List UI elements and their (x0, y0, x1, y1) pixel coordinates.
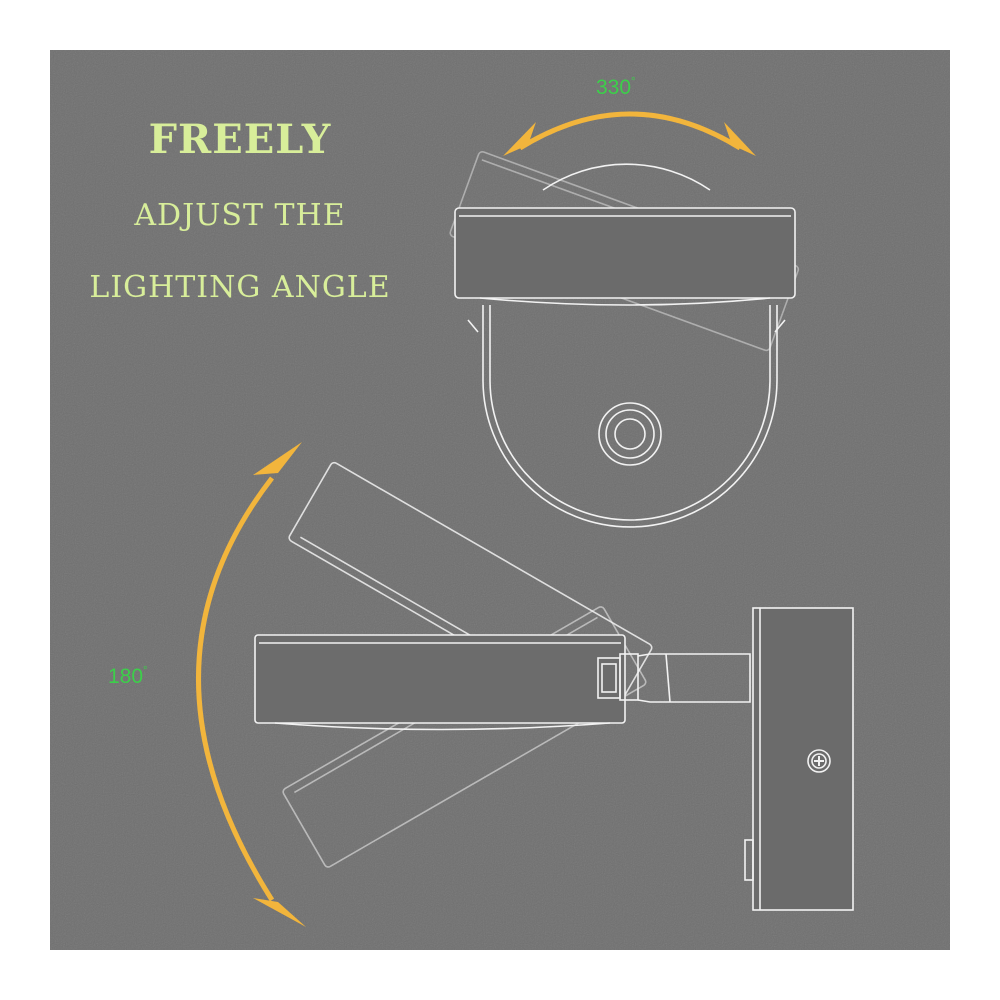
side-view-wall-box (744, 607, 854, 911)
degree-symbol: ° (631, 76, 636, 88)
side-view-head (254, 634, 626, 731)
rotation-arrow-180 (196, 442, 306, 927)
top-view (449, 151, 800, 528)
side-view (254, 461, 854, 911)
screw-icon (807, 749, 831, 773)
lamp-diagram (50, 50, 950, 950)
rotation-value-330: 330 (596, 76, 632, 99)
diagram-panel: FREELY ADJUST THE LIGHTING ANGLE 330° 18… (50, 50, 950, 950)
degree-symbol: ° (143, 665, 148, 677)
rotation-arrow-330 (503, 111, 756, 156)
rotation-label-330: 330° (596, 76, 635, 100)
side-view-arm (637, 653, 751, 703)
top-view-knob (598, 402, 662, 466)
rotation-value-180: 180 (108, 665, 144, 688)
headline-line-3: LIGHTING ANGLE (89, 270, 391, 305)
top-view-head (454, 207, 796, 306)
side-view-joint (597, 653, 639, 701)
headline-line-2: ADJUST THE (134, 198, 346, 233)
rotation-label-180: 180° (108, 665, 147, 689)
top-view-base-disc (467, 163, 786, 528)
headline-line-1: FREELY (148, 116, 332, 163)
